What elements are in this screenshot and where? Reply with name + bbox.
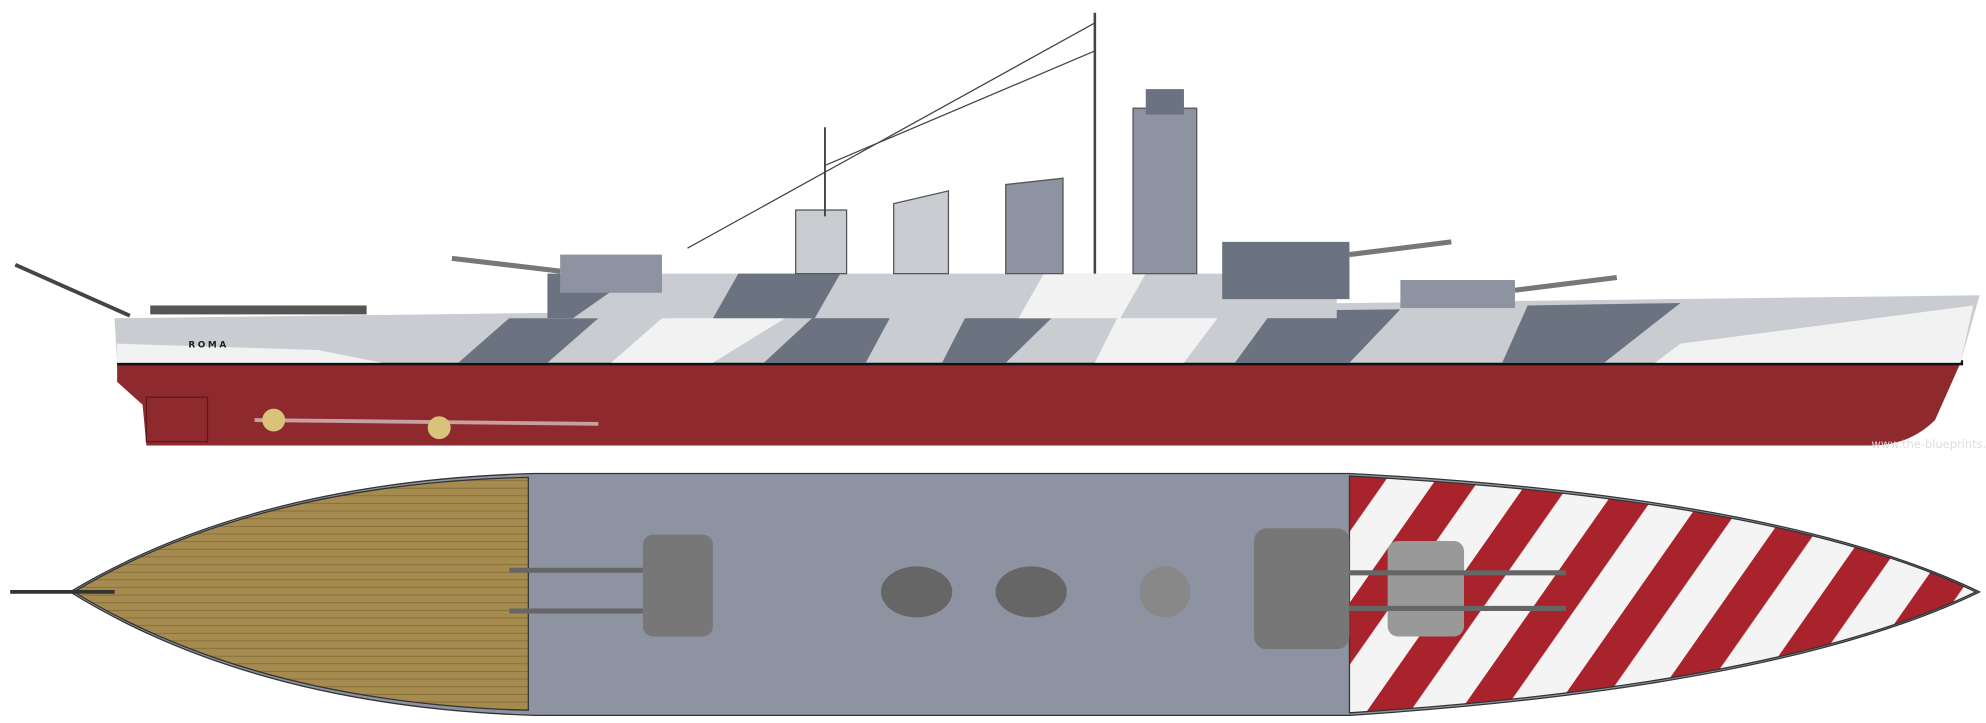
- rigging: [824, 50, 1096, 167]
- camo-patch: [712, 273, 841, 319]
- gun-barrel: [451, 255, 561, 274]
- top-plan: [10, 472, 1982, 716]
- gun-barrel: [1514, 274, 1618, 293]
- forward-turret-plan: [1253, 528, 1350, 650]
- forward-turret-2-plan: [1387, 540, 1465, 637]
- conning-tower: [1132, 107, 1198, 275]
- funnel: [893, 190, 950, 275]
- camo-patch: [1094, 311, 1223, 363]
- superstructure: [547, 273, 1337, 319]
- camo-patch: [1234, 309, 1401, 363]
- propeller: [427, 416, 451, 440]
- propeller: [262, 408, 286, 432]
- striped-forecastle: [1348, 475, 1978, 714]
- tower-plan: [1139, 566, 1191, 618]
- watermark: www.the-blueprints.com: [1871, 437, 1986, 451]
- catapult: [150, 305, 367, 315]
- funnel-plan: [880, 566, 953, 618]
- camo-patch: [117, 343, 382, 363]
- forward-turret-2: [1400, 280, 1515, 309]
- camo-patch: [1502, 302, 1681, 363]
- camo-patch: [1655, 305, 1974, 363]
- rear-turret: [560, 254, 662, 293]
- funnel-plan: [995, 566, 1067, 618]
- lower-hull: [117, 362, 1961, 446]
- forward-turret: [1222, 241, 1350, 300]
- aft-tower: [795, 209, 848, 275]
- camo-patch: [1018, 273, 1146, 319]
- rigging: [687, 22, 1096, 249]
- side-profile: ROMA www.the-blueprints.com: [14, 12, 1986, 451]
- rudder: [145, 396, 209, 443]
- camo-patch: [611, 315, 790, 363]
- crane: [14, 263, 131, 318]
- propeller-shaft: [254, 418, 599, 426]
- rangefinder: [1145, 89, 1184, 115]
- camo-patch: [458, 318, 599, 363]
- camo-patch: [763, 315, 892, 363]
- rear-turret-plan: [642, 534, 713, 637]
- wooden-quarterdeck: [72, 476, 529, 711]
- camo-patch: [942, 313, 1057, 363]
- gun-barrel: [1349, 239, 1452, 258]
- hull-name: ROMA: [188, 340, 228, 350]
- funnel: [1005, 177, 1064, 275]
